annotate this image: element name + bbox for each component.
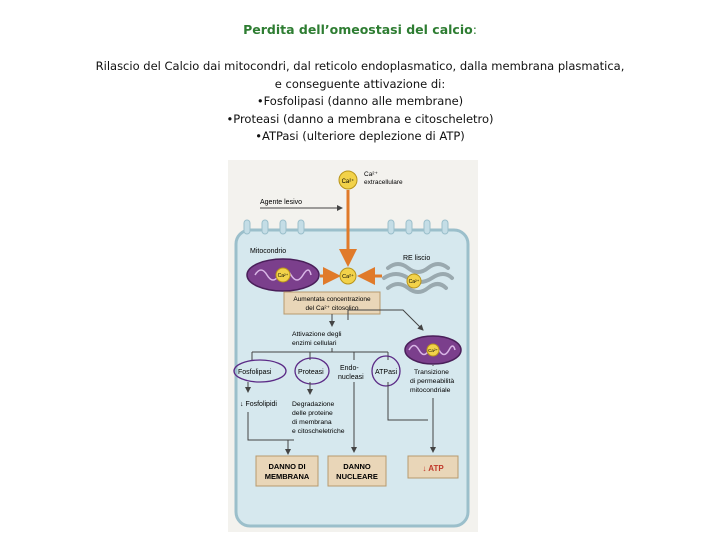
mitochondrion-left: Ca²⁺ [246,258,320,292]
proteasi-label: Proteasi [298,369,324,376]
fosfolipasi-label: Fosfolipasi [238,369,272,376]
ca-er-symbol: Ca²⁺ [409,279,420,285]
slide-title-text: Perdita dell’omeostasi del calcio [243,22,473,37]
fosfolipidi-label: ↓ Fosfolipidi [240,401,277,408]
degradazione-line-2: delle proteine [292,410,333,417]
danno-nucleare-box [327,455,387,487]
re-liscio-label: RE liscio [403,255,430,262]
ca-extra-label: Ca²⁺ [364,171,378,178]
body-line-3: •Fosfolipasi (danno alle membrane) [256,94,464,108]
degradazione-line-1: Degradazione [292,401,335,408]
slide-title-colon: : [472,22,477,37]
degradazione-line-4: e citoscheletriche [292,428,345,435]
calcium-diagram: Ca²⁺ Ca²⁺ extracellulare Agente lesivo M… [228,160,478,532]
ca-extra-symbol: Ca²⁺ [342,178,355,185]
danno-membrana-line-2: MEMBRANA [265,472,310,481]
danno-membrana-line-1: DANNO DI [268,462,305,471]
ca-mito-right-symbol: Ca²⁺ [428,348,438,353]
circle-atpasi [371,355,401,387]
mitochondrion-right: Ca²⁺ [404,335,462,365]
attivazione-line-2: enzimi cellulari [292,340,337,347]
slide-body: Rilascio del Calcio dai mitocondri, dal … [80,58,640,146]
aumentata-line-1: Aumentata concentrazione [293,296,371,303]
danno-nucleare-line-1: DANNO [343,462,371,471]
agente-lesivo-label: Agente lesivo [260,199,302,206]
circle-fosfolipasi [233,359,287,383]
body-line-1: Rilascio del Calcio dai mitocondri, dal … [95,59,625,73]
transizione-line-1: Transizione [414,369,449,376]
highlight-circles [233,355,401,387]
branch-lines [251,348,389,360]
attivazione-line-1: Attivazione degli [292,331,342,338]
danno-membrana-box [255,455,319,487]
atp-connector [387,382,433,452]
aumentata-line-2: del Ca²⁺ citosolico [306,305,359,312]
membrana-connector [247,412,294,454]
atpasi-label: ATPasi [375,369,397,376]
smooth-er: Ca²⁺ [382,262,454,294]
body-line-5: •ATPasi (ulteriore deplezione di ATP) [255,129,465,143]
ca-cyto-symbol: Ca²⁺ [342,273,354,280]
body-line-4: •Proteasi (danno a membrana e citoschele… [226,111,494,126]
body-line-2: e conseguente attivazione di: [274,76,446,91]
ca-extracellular: Ca²⁺ Ca²⁺ extracellulare [338,170,403,190]
extracellulare-label: extracellulare [364,179,403,186]
transizione-line-3: mitocondriale [410,387,451,394]
endonucleasi-line-1: Endo- [340,365,359,372]
degradazione-line-3: di membrana [292,419,332,426]
endonucleasi-line-2: nucleasi [338,374,364,381]
transizione-line-2: di permeabilità [410,378,454,385]
ca-cytosolic: Ca²⁺ [339,267,357,285]
circle-proteasi [294,357,330,385]
atp-box [407,455,459,479]
mito-right-arrow [347,309,424,331]
calcium-diagram-figure: Ca²⁺ Ca²⁺ extracellulare Agente lesivo M… [228,160,478,532]
danno-nucleare-line-2: NUCLEARE [336,472,378,481]
mitocondrio-label: Mitocondrio [250,248,286,255]
atp-label: ↓ ATP [422,464,444,473]
slide-title: Perdita dell’omeostasi del calcio: [0,22,720,37]
ca-mito-symbol: Ca²⁺ [278,273,289,279]
